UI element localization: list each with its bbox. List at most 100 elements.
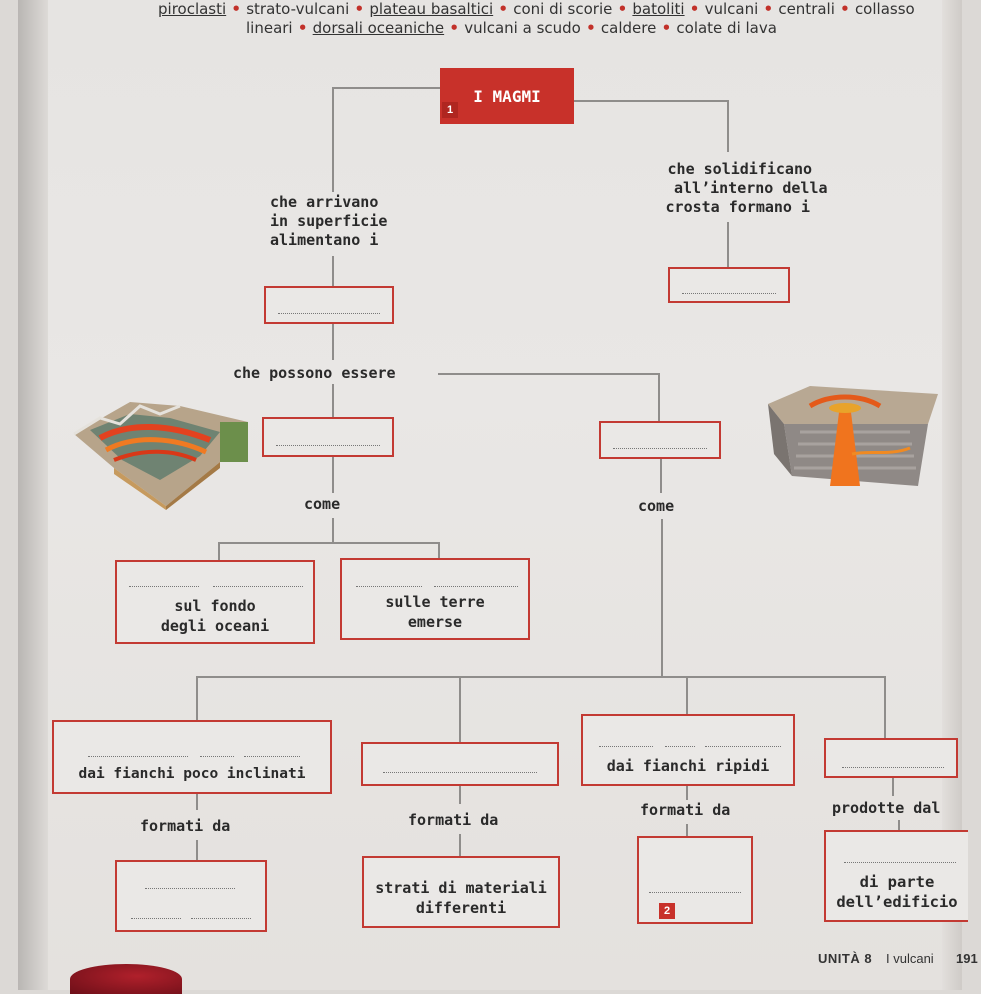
answer-box-caldere[interactable] xyxy=(824,738,958,778)
blank-line xyxy=(145,888,235,889)
word-bank-term: coni di scorie xyxy=(513,0,613,18)
line xyxy=(658,373,660,421)
word-bank-term: lineari xyxy=(246,19,293,37)
blank-line xyxy=(131,918,181,919)
blank-line xyxy=(665,746,695,747)
box-sul-fondo[interactable]: sul fondo degli oceani xyxy=(115,560,315,644)
answer-box-vulcani[interactable] xyxy=(264,286,394,324)
word-bank-term: batoliti xyxy=(632,0,685,18)
page-curl xyxy=(18,0,48,990)
word-separator: • xyxy=(612,0,633,18)
line xyxy=(218,542,220,560)
possono-essere-label: che possono essere xyxy=(233,364,396,382)
badge-1: 1 xyxy=(442,102,458,118)
blank-line xyxy=(200,756,234,757)
line xyxy=(332,457,334,493)
sulle-terre-text: sulle terre emerse xyxy=(342,592,528,632)
line xyxy=(196,840,198,860)
blank-line xyxy=(682,293,776,294)
word-bank-term: dorsali oceaniche xyxy=(312,19,445,37)
word-separator: • xyxy=(493,0,514,18)
box-strati[interactable]: strati di materiali differenti xyxy=(362,856,560,928)
footer-section: I vulcani xyxy=(886,951,934,966)
text: strati di materiali xyxy=(375,879,547,897)
word-bank-term: vulcani a scudo xyxy=(464,19,581,37)
answer-box-plateau[interactable] xyxy=(361,742,559,786)
word-separator: • xyxy=(656,19,677,37)
footer-page: 191 xyxy=(956,951,978,966)
blank-line xyxy=(129,586,199,587)
fianchi-poco-text: dai fianchi poco inclinati xyxy=(78,766,306,782)
line xyxy=(459,676,461,742)
answer-box-piroclasti[interactable] xyxy=(637,836,753,924)
magma-band xyxy=(104,437,208,455)
blank-line xyxy=(705,746,781,747)
blank-line xyxy=(276,445,380,446)
box-sulle-terre[interactable]: sulle terre emerse xyxy=(340,558,530,640)
line xyxy=(196,676,198,720)
line xyxy=(574,100,729,102)
text: sulle terre xyxy=(385,593,485,611)
line xyxy=(332,324,334,360)
line xyxy=(438,373,660,375)
text: degli oceani xyxy=(160,617,270,635)
text: di parte xyxy=(859,873,935,891)
block-side xyxy=(166,462,220,510)
word-bank-term: collasso xyxy=(854,0,915,18)
line xyxy=(892,778,894,796)
word-separator: • xyxy=(349,0,370,18)
word-separator: • xyxy=(292,19,313,37)
blank-line xyxy=(599,746,653,747)
text: che arrivano xyxy=(270,193,379,211)
blank-line xyxy=(844,862,956,863)
line xyxy=(332,256,334,286)
blank-line xyxy=(649,892,741,893)
footer-unit: UNITÀ 8 xyxy=(818,951,873,966)
right-branch-label: che solidificano all’interno della crost… xyxy=(652,160,828,217)
line xyxy=(727,222,729,267)
fianchi-ripidi-text: dai fianchi ripidi xyxy=(606,757,770,775)
text: che solidificano xyxy=(667,160,813,178)
line xyxy=(898,820,900,830)
line xyxy=(686,786,688,800)
box-edificio[interactable]: di parte dell’edificio xyxy=(824,830,968,922)
textbook-page: piroclasti • strato-vulcani • plateau ba… xyxy=(18,0,978,990)
line xyxy=(332,518,334,542)
answer-box-lineari[interactable] xyxy=(262,417,394,457)
line xyxy=(459,786,461,804)
word-bank-term: colate di lava xyxy=(676,19,777,37)
formati-da-label-2: formati da xyxy=(408,811,499,829)
word-bank-term: plateau basaltici xyxy=(369,0,494,18)
word-separator: • xyxy=(444,19,465,37)
volcano-illustration xyxy=(768,386,938,486)
word-separator: • xyxy=(834,0,855,18)
prodotte-dal-label: prodotte dal xyxy=(832,799,941,817)
lava-flow xyxy=(808,394,882,409)
word-bank-term: centrali xyxy=(778,0,835,18)
box-fianchi-ripidi[interactable]: dai fianchi ripidi xyxy=(581,714,795,786)
block-side xyxy=(768,404,792,476)
title-box: I MAGMI xyxy=(440,68,574,124)
line xyxy=(332,384,334,417)
line xyxy=(727,100,729,152)
block-side xyxy=(114,468,166,510)
map-title: I MAGMI xyxy=(473,86,541,106)
strati-text: strati di materiali differenti xyxy=(364,878,558,918)
magma-band xyxy=(113,449,197,462)
blank-line xyxy=(613,448,707,449)
box-fianchi-poco-inclinati[interactable]: dai fianchi poco inclinati xyxy=(52,720,332,794)
blank-line xyxy=(244,756,300,757)
magma-conduit xyxy=(830,404,860,486)
answer-box-coni-di-scorie[interactable] xyxy=(115,860,267,932)
edificio-text: di parte dell’edificio xyxy=(826,872,968,912)
answer-box-centrali[interactable] xyxy=(599,421,721,459)
answer-box-batoliti[interactable] xyxy=(668,267,790,303)
badge-2: 2 xyxy=(659,903,675,919)
word-bank-line-2: lineari • dorsali oceaniche • vulcani a … xyxy=(246,19,777,38)
line xyxy=(332,87,440,89)
blank-line xyxy=(383,772,537,773)
line xyxy=(438,542,440,560)
formati-da-label-1: formati da xyxy=(140,817,231,835)
blank-line xyxy=(213,586,303,587)
text: dell’edificio xyxy=(836,893,958,911)
